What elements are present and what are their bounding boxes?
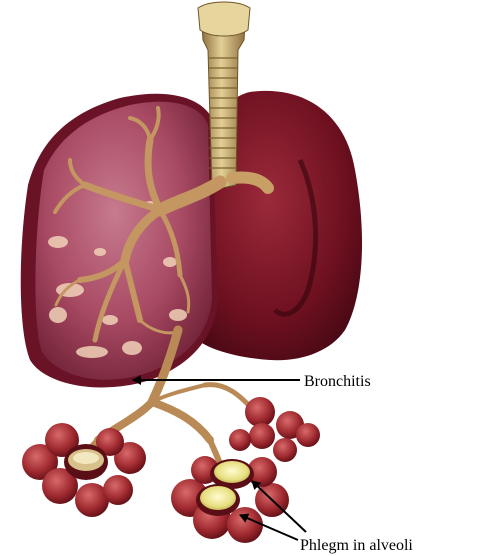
alveoli-cluster-left <box>22 423 146 517</box>
bronchitis-callout: Bronchitis <box>133 373 371 390</box>
phlegm-label: Phlegm in alveoli <box>300 537 413 554</box>
bronchitis-label: Bronchitis <box>304 373 371 390</box>
left-lung <box>21 94 218 388</box>
